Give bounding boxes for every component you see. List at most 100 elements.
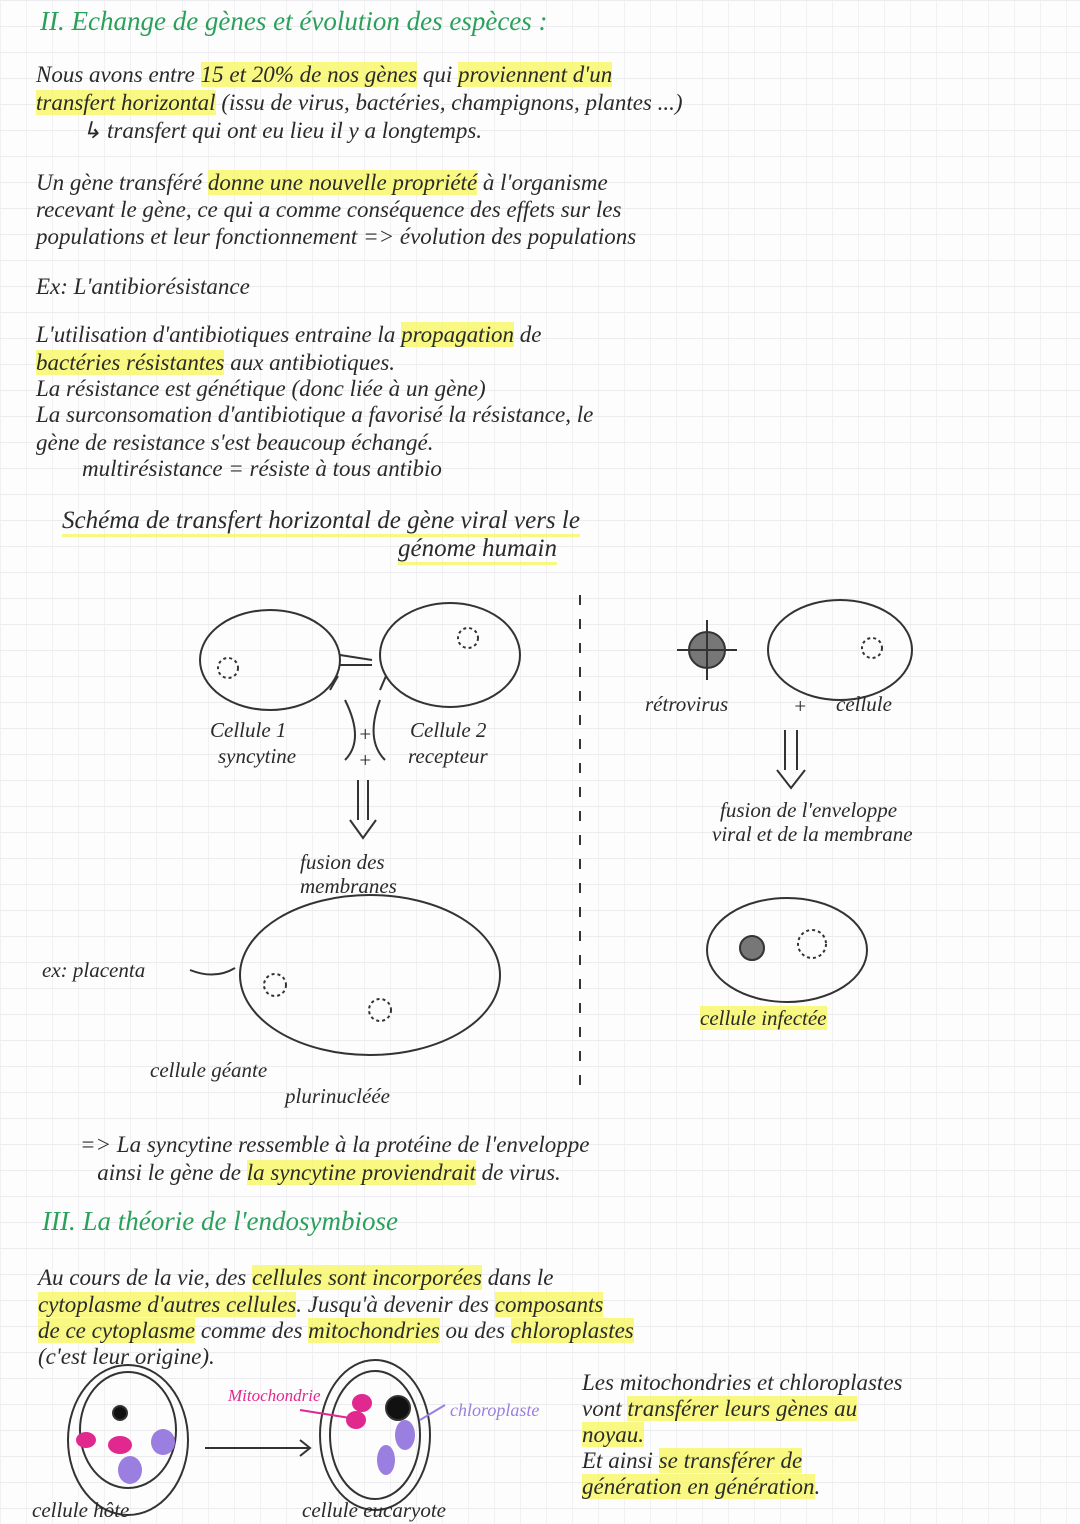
highlighted-text: transférer leurs gènes au bbox=[627, 1396, 858, 1421]
label-plus-2: + bbox=[358, 748, 373, 772]
label-mitochondrie: Mitochondrie bbox=[228, 1386, 321, 1405]
text-line: gène de resistance s'est beaucoup échang… bbox=[36, 430, 434, 456]
text-segment: comme des bbox=[195, 1318, 309, 1343]
text-line: La surconsomation d'antibiotique a favor… bbox=[36, 402, 593, 428]
highlighted-text: cellules sont incorporées bbox=[251, 1265, 482, 1290]
text-segment: dans le bbox=[481, 1265, 554, 1290]
highlighted-text: génération en génération bbox=[582, 1474, 815, 1499]
text-line: Un gène transféré donne une nouvelle pro… bbox=[36, 170, 608, 196]
text-line: La résistance est génétique (donc liée à… bbox=[36, 376, 486, 402]
text-segment: (issu de virus, bactéries, champignons, … bbox=[215, 90, 683, 115]
label-plus-1: + bbox=[358, 722, 373, 746]
highlighted-text: bactéries résistantes bbox=[36, 350, 225, 375]
text-segment: . Jusqu'à devenir des bbox=[296, 1292, 495, 1317]
label-cellule: cellule bbox=[836, 692, 892, 716]
text-segment: vont bbox=[582, 1396, 628, 1421]
text-segment: Un gène transféré bbox=[36, 170, 208, 195]
label-fusion-r-2: viral et de la membrane bbox=[712, 822, 913, 846]
example-title: Ex: L'antibiorésistance bbox=[36, 274, 250, 299]
text-line: de ce cytoplasme comme des mitochondries… bbox=[38, 1318, 634, 1344]
highlighted-text: transfert horizontal bbox=[36, 90, 216, 115]
text-segment: ↳ transfert qui ont eu lieu il y a longt… bbox=[36, 118, 483, 143]
section-title-3: III. La théorie de l'endosymbiose bbox=[42, 1206, 398, 1236]
text-line: Au cours de la vie, des cellules sont in… bbox=[38, 1265, 554, 1291]
highlighted-text: chloroplastes bbox=[510, 1318, 634, 1343]
text-segment: La surconsomation d'antibiotique a favor… bbox=[36, 402, 594, 427]
label-cell-2: Cellule 2 bbox=[410, 718, 487, 742]
text-segment: qui bbox=[417, 62, 459, 87]
text-line: Et ainsi se transférer de bbox=[582, 1448, 803, 1474]
highlighted-text: composants bbox=[494, 1292, 604, 1317]
text-line: ↳ transfert qui ont eu lieu il y a longt… bbox=[36, 118, 482, 144]
label-giant-cell-2: plurinucléée bbox=[285, 1084, 390, 1108]
text-line: génération en génération. bbox=[582, 1474, 820, 1500]
label-fusion-2: membranes bbox=[300, 874, 397, 898]
target-cell-drawing bbox=[767, 599, 913, 701]
text-segment: . bbox=[814, 1474, 821, 1499]
text-line: vont transférer leurs gènes au bbox=[582, 1396, 858, 1422]
text-segment: Nous avons entre bbox=[36, 62, 201, 87]
text-line: populations et leur fonctionnement => év… bbox=[36, 224, 636, 250]
text-line: Les mitochondries et chloroplastes bbox=[582, 1370, 902, 1396]
text-line: cytoplasme d'autres cellules. Jusqu'à de… bbox=[38, 1292, 604, 1318]
giant-cell-drawing bbox=[239, 894, 501, 1056]
highlighted-text: proviennent d'un bbox=[458, 62, 613, 87]
text-segment: Au cours de la vie, des bbox=[38, 1265, 252, 1290]
retrovirus-drawing bbox=[677, 620, 737, 680]
highlighted-text: noyau. bbox=[582, 1422, 644, 1447]
cell-1-drawing bbox=[199, 609, 341, 711]
section-title-2: II. Echange de gènes et évolution des es… bbox=[40, 6, 548, 36]
schema-title-line1: Schéma de transfert horizontal de gène v… bbox=[62, 508, 580, 537]
text-segment: L'utilisation d'antibiotiques entraine l… bbox=[36, 322, 402, 347]
text-segment: ou des bbox=[439, 1318, 511, 1343]
text-segment: aux antibiotiques. bbox=[224, 350, 396, 375]
label-eukaryote-cell: cellule eucaryote bbox=[302, 1498, 447, 1522]
cell-2-drawing bbox=[379, 602, 521, 708]
label-retrovirus: rétrovirus bbox=[645, 692, 729, 716]
highlighted-text: mitochondries bbox=[308, 1318, 440, 1343]
label-host-cell: cellule hôte bbox=[32, 1498, 130, 1522]
label-fusion-1: fusion des bbox=[300, 850, 385, 874]
text-line: multirésistance = résiste à tous antibio bbox=[36, 456, 442, 482]
text-segment: de virus. bbox=[475, 1160, 561, 1185]
text-line: noyau. bbox=[582, 1422, 644, 1448]
text-line: Nous avons entre 15 et 20% de nos gènes … bbox=[36, 62, 613, 88]
highlighted-text: de ce cytoplasme bbox=[38, 1318, 196, 1343]
highlighted-text: se transférer de bbox=[658, 1448, 803, 1473]
text-line: (c'est leur origine). bbox=[38, 1344, 215, 1370]
text-segment: à l'organisme bbox=[477, 170, 608, 195]
text-line: ainsi le gène de la syncytine proviendra… bbox=[80, 1160, 561, 1186]
text-segment: Et ainsi bbox=[582, 1448, 659, 1473]
text-line: => La syncytine ressemble à la protéine … bbox=[80, 1132, 589, 1158]
text-line: transfert horizontal (issu de virus, bac… bbox=[36, 90, 683, 116]
text-line: L'utilisation d'antibiotiques entraine l… bbox=[36, 322, 541, 348]
text-segment: La résistance est génétique (donc liée à… bbox=[36, 376, 486, 401]
highlighted-text: propagation bbox=[401, 322, 514, 347]
schema-title-line2: génome humain bbox=[398, 536, 557, 565]
label-cell-1: Cellule 1 bbox=[210, 718, 287, 742]
text-segment: => La syncytine ressemble à la protéine … bbox=[80, 1132, 590, 1157]
label-giant-cell-1: cellule géante bbox=[150, 1058, 268, 1082]
label-placenta: ex: placenta bbox=[42, 958, 146, 982]
label-infected-cell: cellule infectée bbox=[700, 1006, 827, 1030]
highlighted-text: donne une nouvelle propriété bbox=[207, 170, 478, 195]
text-segment: (c'est leur origine). bbox=[38, 1344, 215, 1369]
text-segment: Les mitochondries et chloroplastes bbox=[582, 1370, 903, 1395]
label-fusion-r-1: fusion de l'enveloppe bbox=[720, 798, 898, 822]
highlighted-text: la syncytine proviendrait bbox=[246, 1160, 476, 1185]
infected-cell-drawing bbox=[706, 897, 868, 1003]
text-line: bactéries résistantes aux antibiotiques. bbox=[36, 350, 395, 376]
label-syncytine: syncytine bbox=[218, 744, 297, 768]
text-line: recevant le gène, ce qui a comme conséqu… bbox=[36, 197, 621, 223]
host-cell-drawing bbox=[67, 1364, 189, 1516]
text-segment: gène de resistance s'est beaucoup échang… bbox=[36, 430, 434, 455]
text-segment: recevant le gène, ce qui a comme conséqu… bbox=[36, 197, 622, 222]
highlighted-text: 15 et 20% de nos gènes bbox=[200, 62, 418, 87]
highlighted-text: cytoplasme d'autres cellules bbox=[38, 1292, 297, 1317]
text-segment: de bbox=[513, 322, 542, 347]
text-segment: multirésistance = résiste à tous antibio bbox=[36, 456, 442, 481]
label-plus: + bbox=[793, 694, 808, 718]
text-segment: ainsi le gène de bbox=[80, 1160, 247, 1185]
text-segment: populations et leur fonctionnement => év… bbox=[36, 224, 637, 249]
